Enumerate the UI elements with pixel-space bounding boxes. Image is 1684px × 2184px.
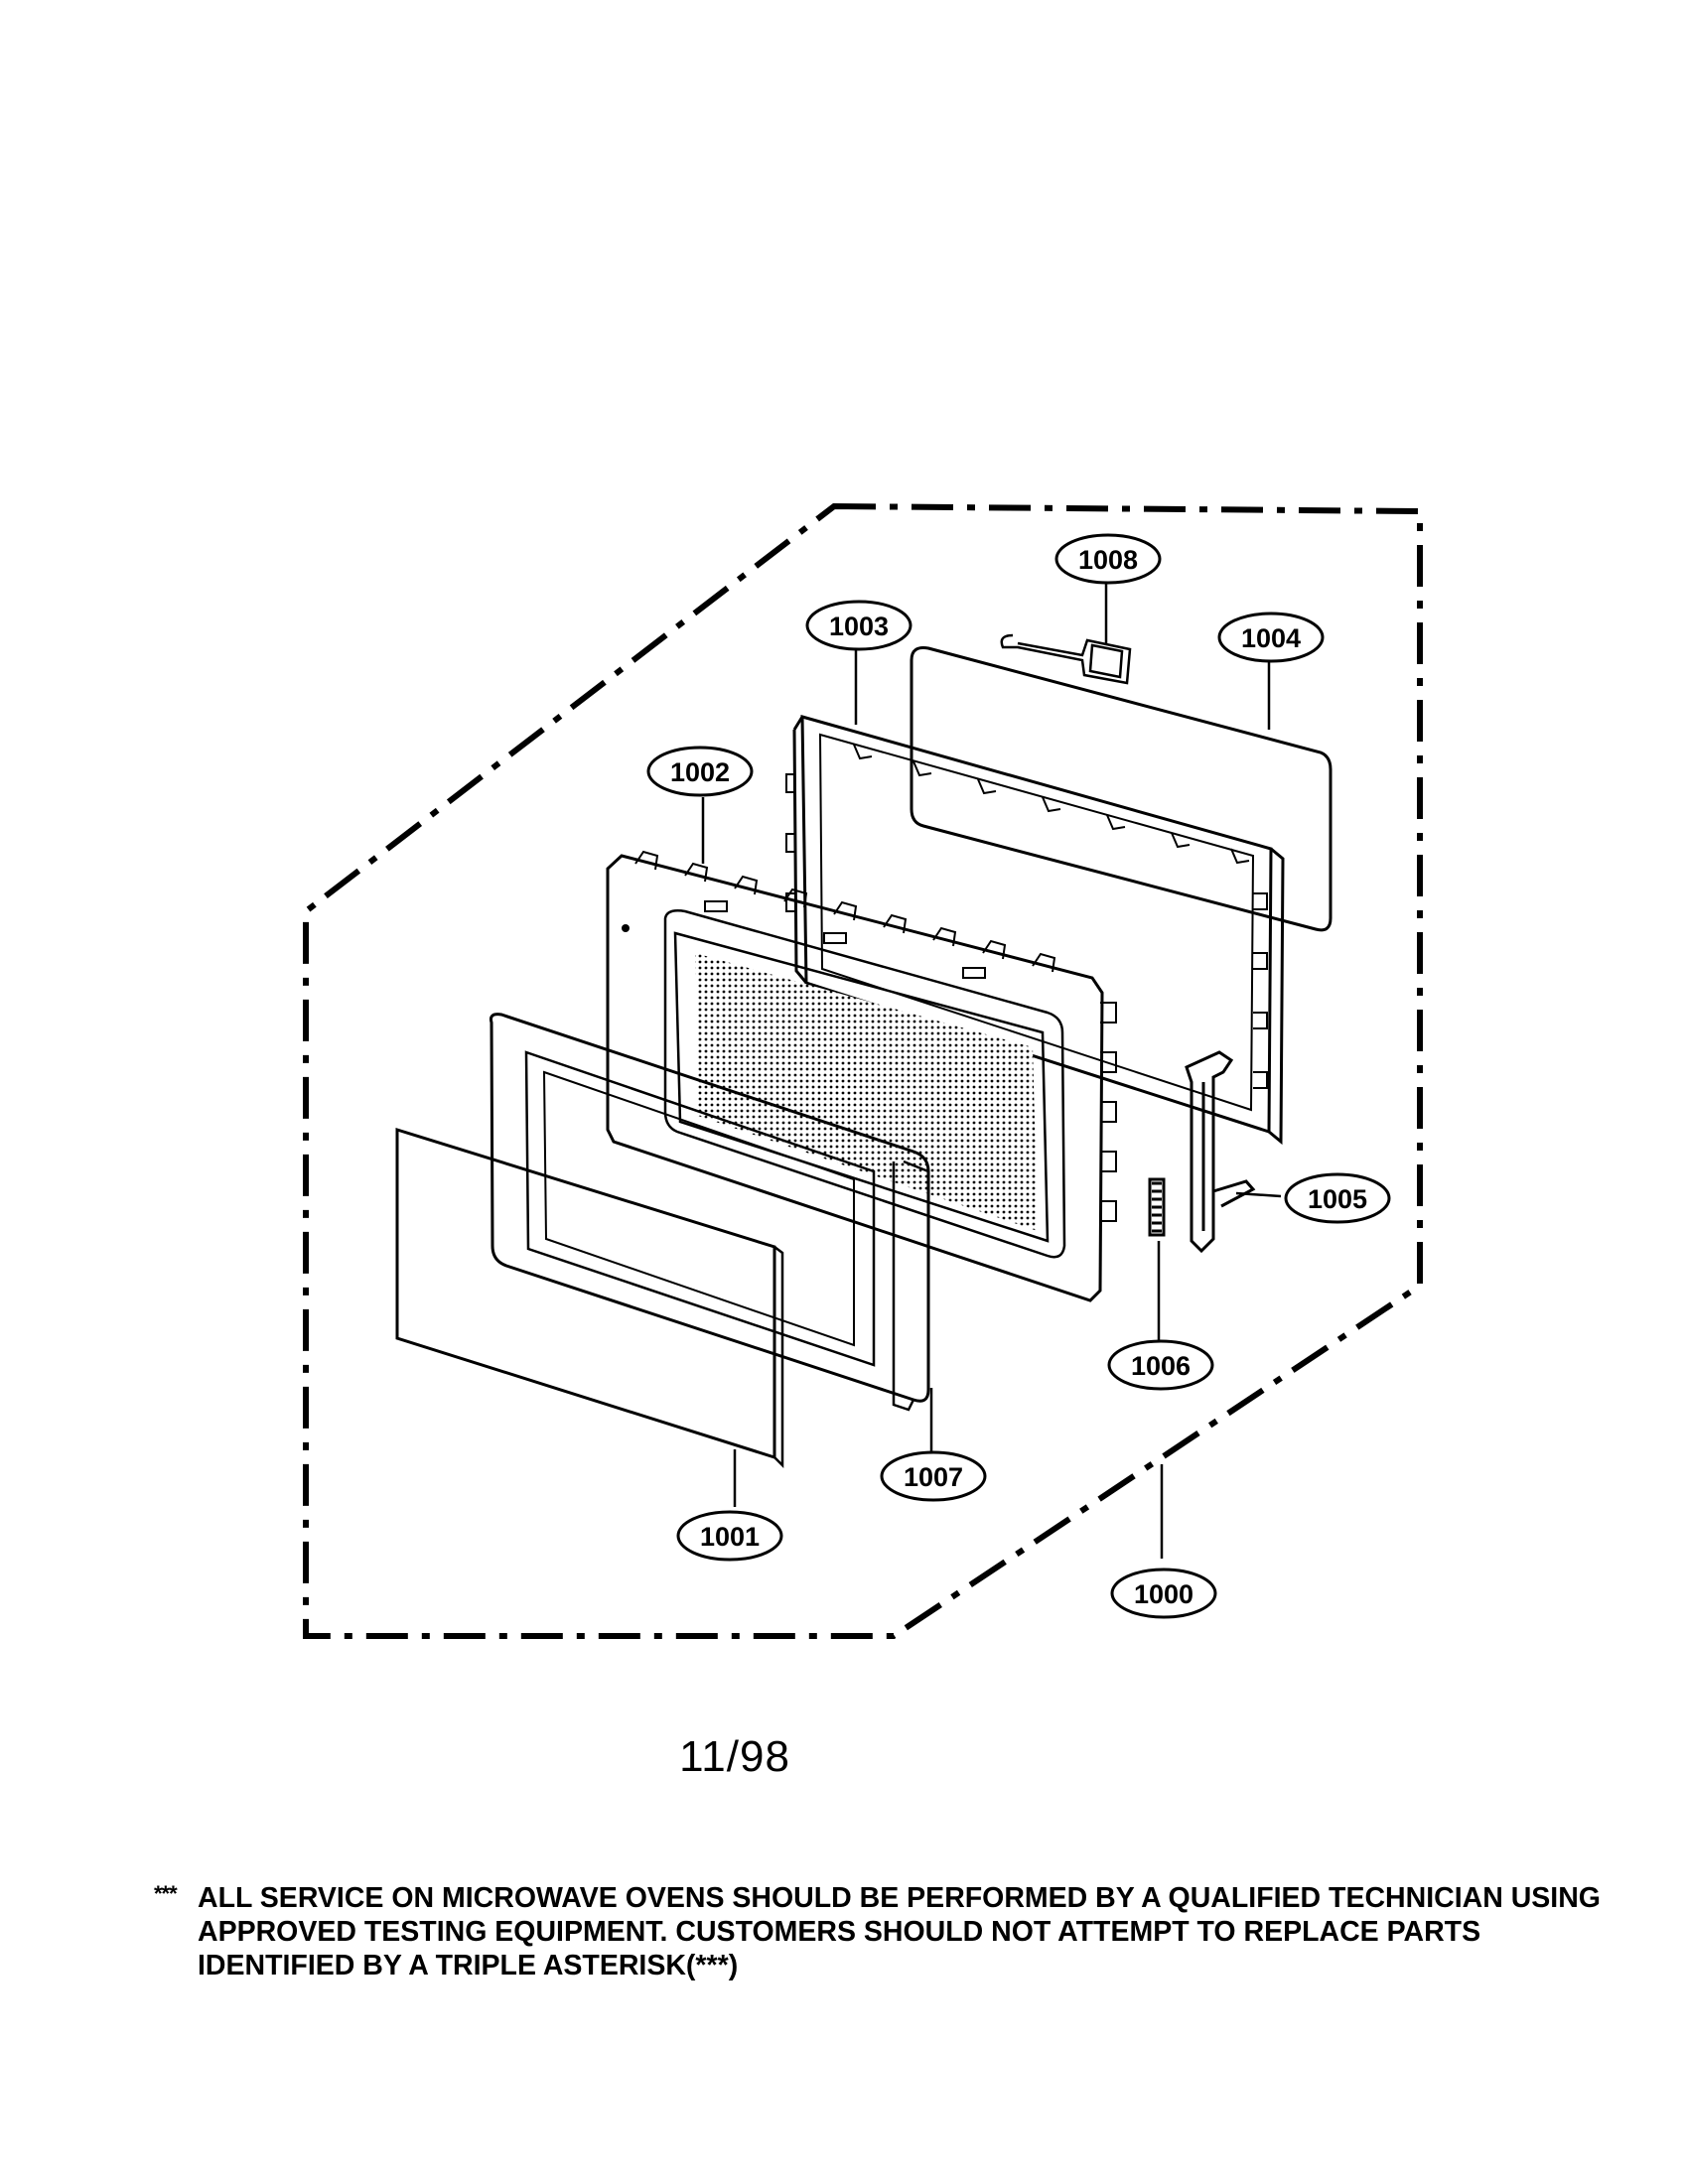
callout-1006: 1006 <box>1107 1339 1214 1391</box>
note-asterisk-marker: *** <box>154 1881 178 1906</box>
callout-1005: 1005 <box>1284 1172 1391 1224</box>
part-1007-door-trim <box>490 1013 930 1412</box>
service-note: *** ALL SERVICE ON MICROWAVE OVENS SHOUL… <box>154 1881 1601 1982</box>
leader-lines <box>701 581 1282 1559</box>
callout-1008: 1008 <box>1054 533 1162 585</box>
callout-1007: 1007 <box>880 1450 987 1502</box>
revision-date: 11/98 <box>679 1732 790 1781</box>
note-line-2: APPROVED TESTING EQUIPMENT. CUSTOMERS SH… <box>198 1916 1481 1948</box>
part-1006-spring <box>1148 1177 1166 1237</box>
callout-1000-label: 1000 <box>1134 1579 1193 1609</box>
part-1008-bracket <box>1000 633 1132 685</box>
callout-1003-label: 1003 <box>829 612 889 641</box>
callout-1004-label: 1004 <box>1241 623 1301 653</box>
leader-1005 <box>1235 1191 1282 1198</box>
callout-1005-label: 1005 <box>1308 1184 1367 1214</box>
part-1002-door-frame <box>606 850 1117 1302</box>
door-mesh-pattern <box>695 953 1038 1231</box>
callout-1006-label: 1006 <box>1131 1351 1191 1381</box>
callout-1001-label: 1001 <box>700 1522 760 1552</box>
assembly-boundary <box>303 502 1423 1639</box>
part-1004-panel <box>910 646 1333 932</box>
callout-1008-label: 1008 <box>1078 545 1138 575</box>
callout-1004: 1004 <box>1217 612 1325 663</box>
part-1005-latch <box>1185 1050 1256 1254</box>
callout-1002-label: 1002 <box>670 757 730 787</box>
note-line-1: ALL SERVICE ON MICROWAVE OVENS SHOULD BE… <box>198 1882 1601 1914</box>
callout-1002: 1002 <box>646 746 754 797</box>
note-line-3: IDENTIFIED BY A TRIPLE ASTERISK(***) <box>198 1950 739 1981</box>
callout-1003: 1003 <box>805 600 912 651</box>
callout-1001: 1001 <box>676 1510 783 1562</box>
callout-1007-label: 1007 <box>904 1462 963 1492</box>
part-1001-front-panel <box>395 1127 784 1469</box>
callout-1000: 1000 <box>1110 1568 1217 1619</box>
